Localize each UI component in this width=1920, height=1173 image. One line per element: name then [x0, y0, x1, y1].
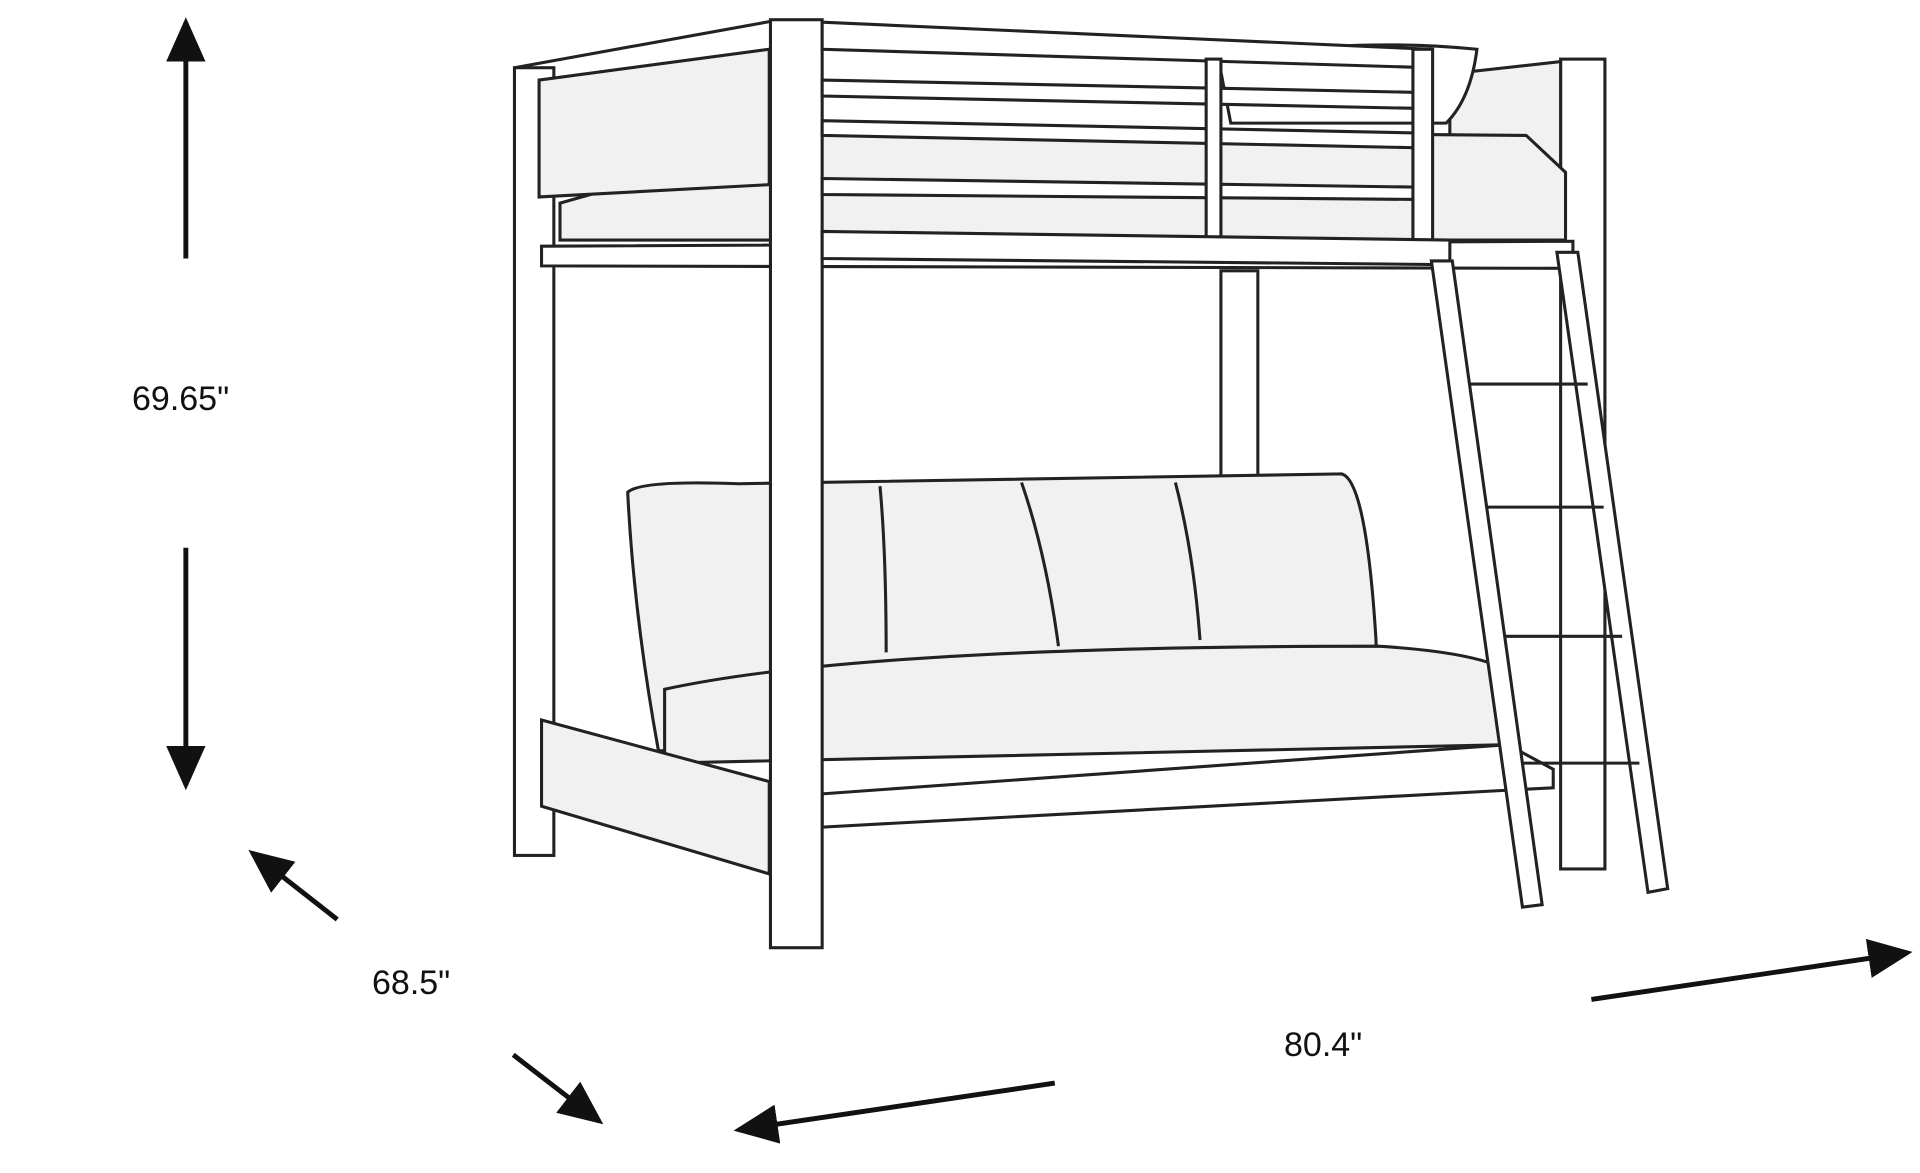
bed-frame: [512, 18, 1670, 950]
depth-dimension-label: 68.5": [372, 964, 451, 1002]
width-arrow: [733, 938, 1913, 1144]
height-dimension-label: 69.65": [132, 380, 230, 418]
width-dimension-label: 80.4": [1284, 1026, 1363, 1064]
depth-arrow: [248, 849, 604, 1125]
ladder: [1429, 250, 1670, 909]
